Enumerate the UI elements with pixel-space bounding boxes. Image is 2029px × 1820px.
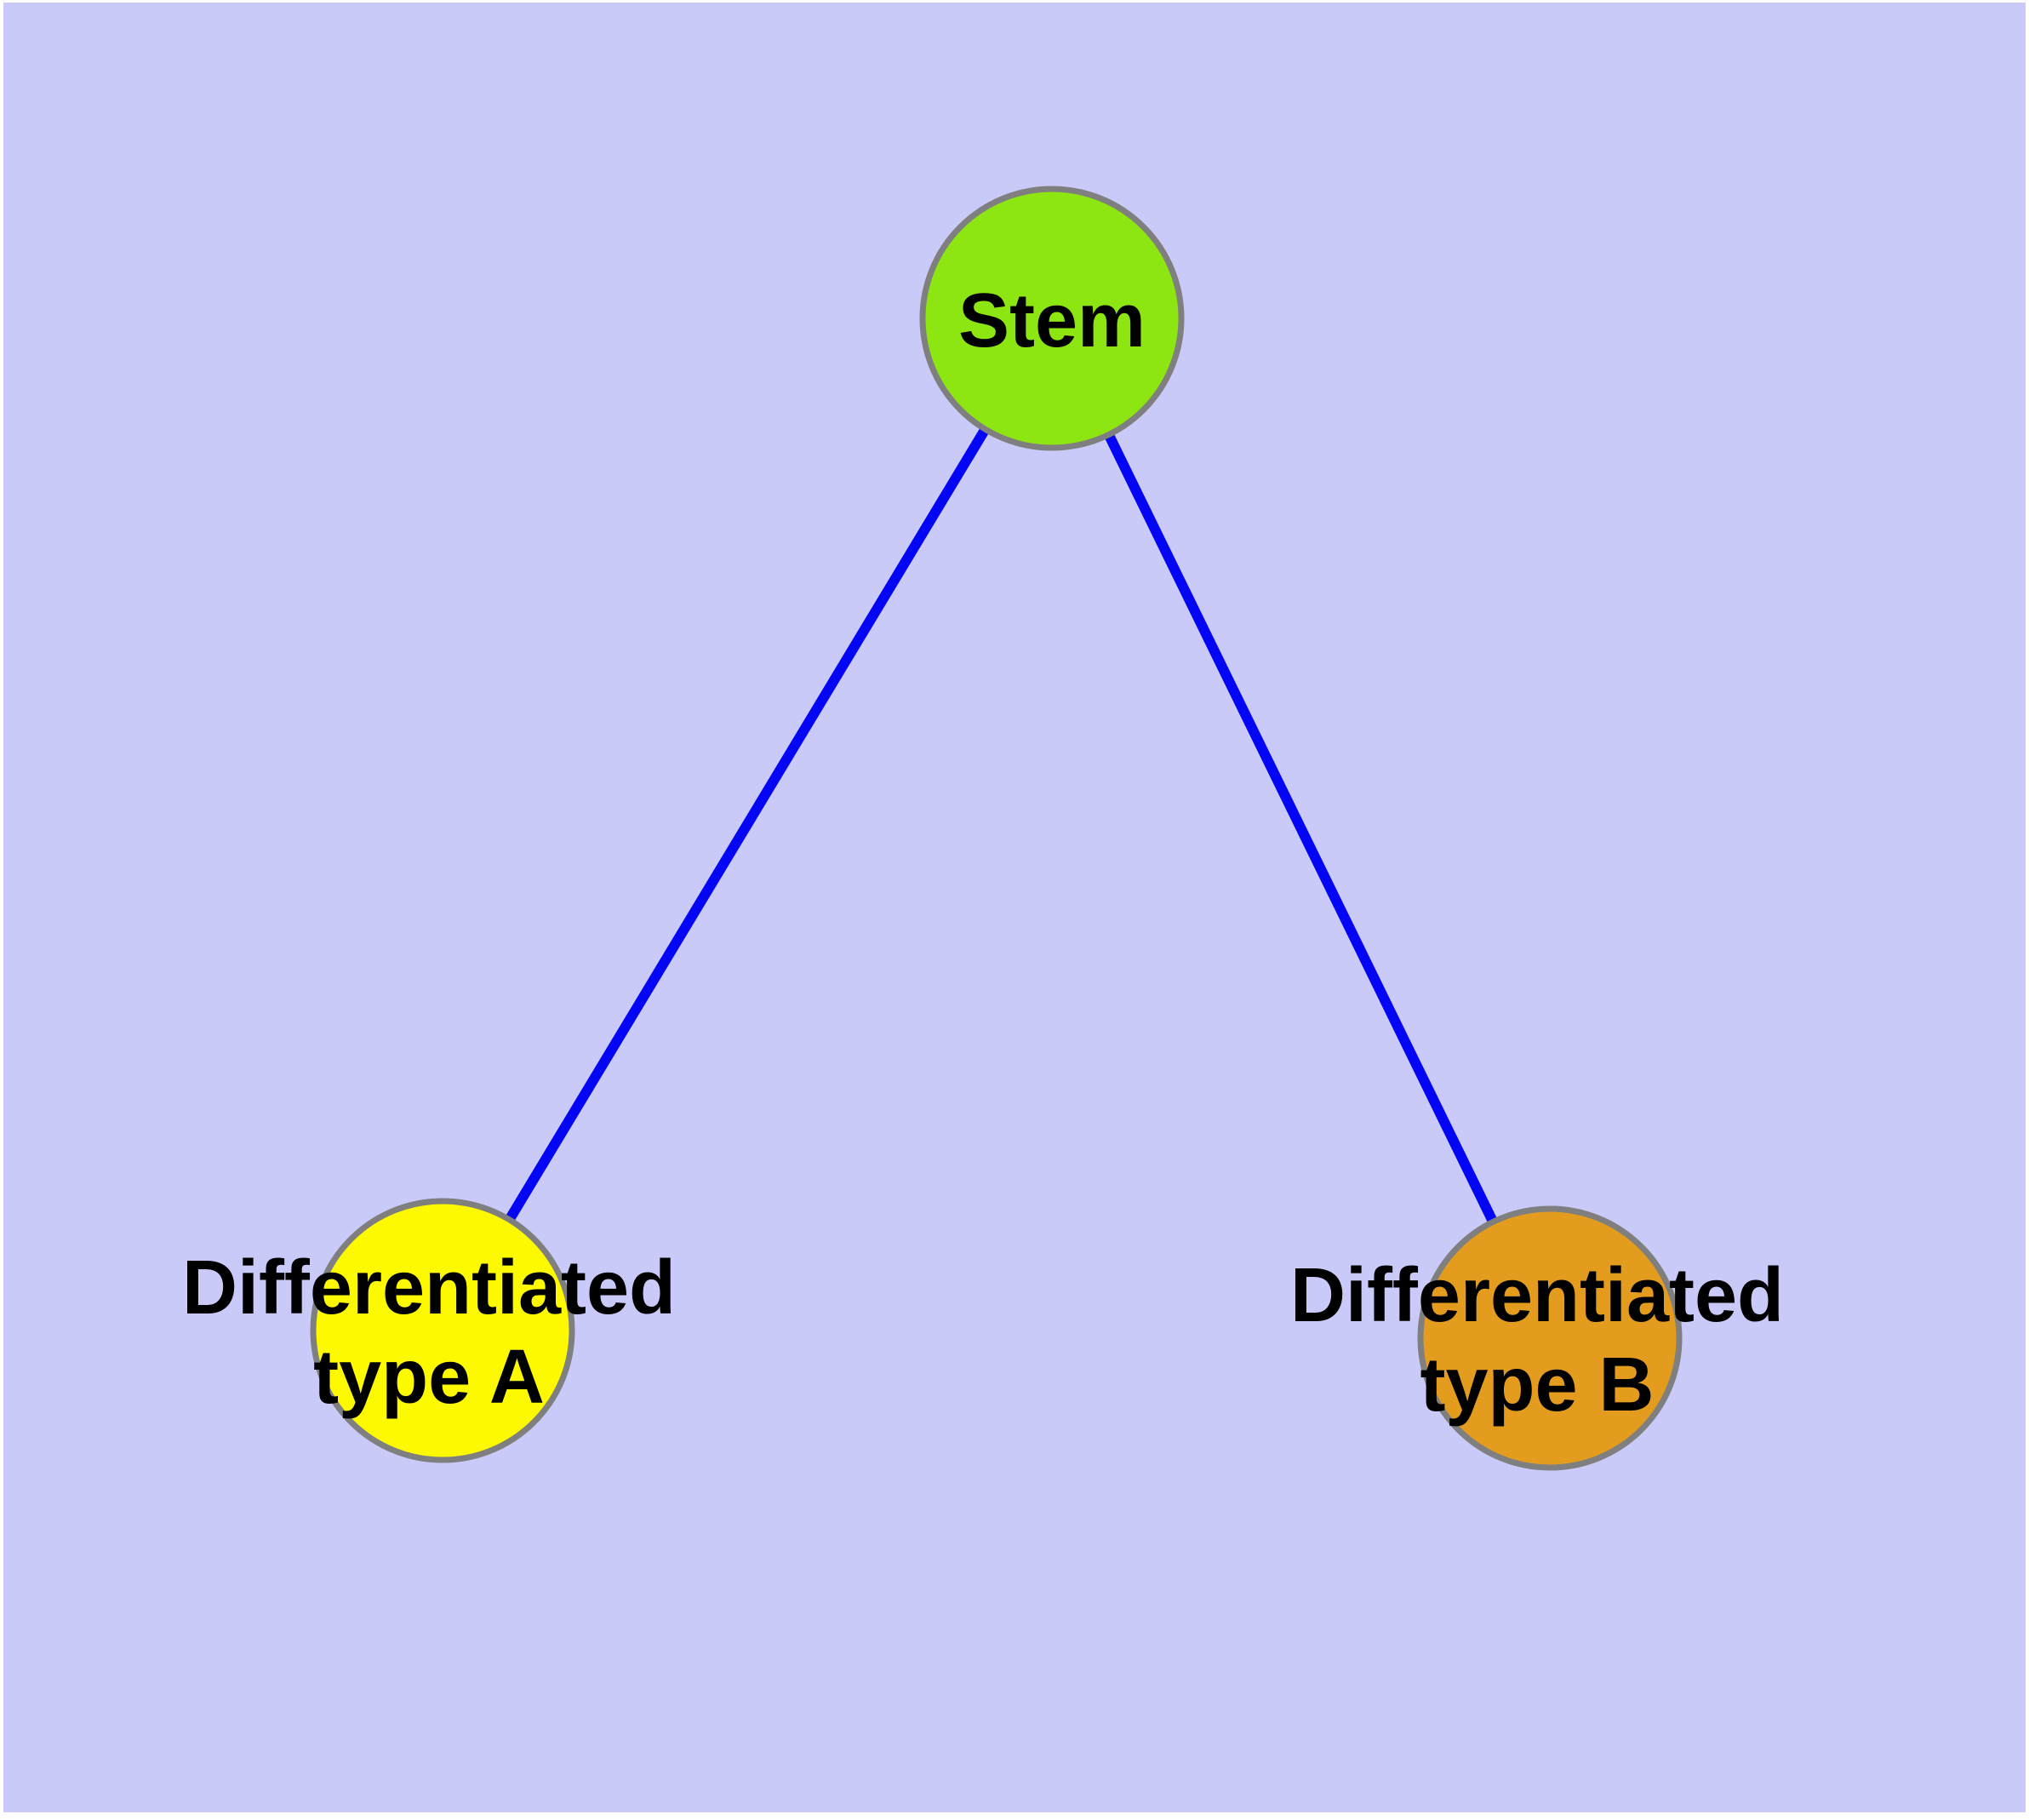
- edge-stem-to-type-a: [437, 315, 1057, 1334]
- node-stem: [919, 186, 1185, 451]
- node-label-type-a-line2: type A: [313, 1335, 545, 1420]
- node-label-type-b-line2: type B: [1420, 1342, 1654, 1428]
- node-label-stem: Stem: [958, 278, 1146, 363]
- node-label-type-b-line1: Differentiated: [1290, 1253, 1784, 1338]
- node-differentiated-type-a: [310, 1198, 575, 1463]
- edge-stem-to-type-b: [1047, 316, 1555, 1341]
- node-differentiated-type-b: [1417, 1205, 1683, 1471]
- node-label-type-a-line1: Differentiated: [182, 1245, 676, 1331]
